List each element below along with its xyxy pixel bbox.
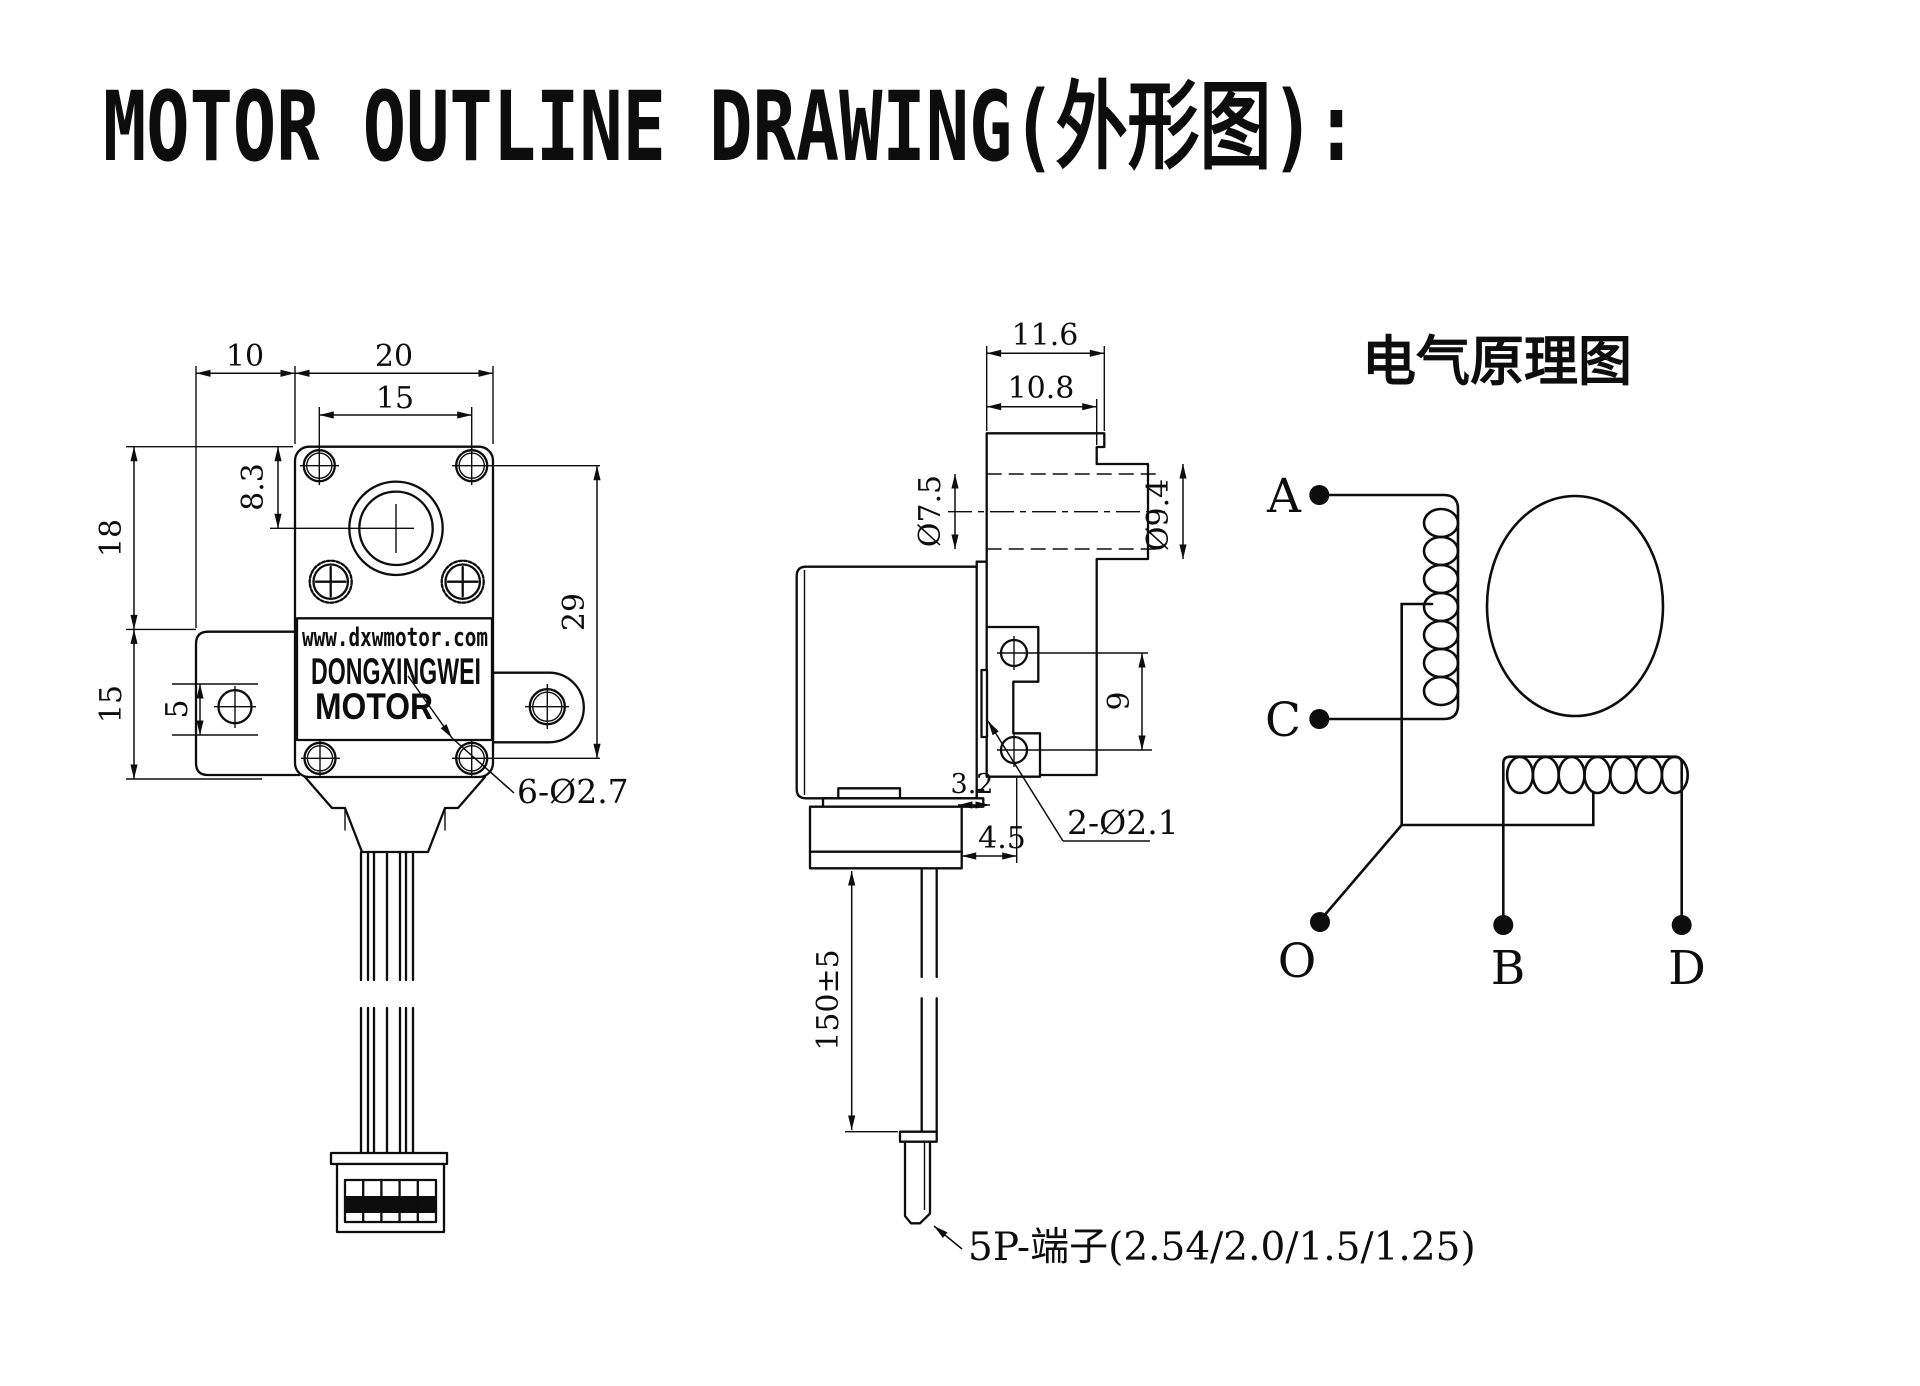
dim-depth-plate: 10.8 [1008,371,1075,406]
flange-plate [985,432,1150,777]
nameplate-url: www.dxwmotor.com [302,623,488,653]
connector-front [329,1151,449,1234]
nameplate-product: MOTOR [315,686,433,727]
lead-wire [920,867,938,1133]
terminal-label-b: B [1491,941,1526,996]
terminal-label-c: C [1265,693,1301,748]
terminal-dot-o [1310,912,1330,932]
corner-screw-holes [300,447,600,777]
page-title: MOTOR OUTLINE DRAWING(外形图): [103,71,1358,183]
dim-hole-spacing: 15 [376,381,414,416]
ear-holes [214,684,569,729]
dim-tab-depth: 4.5 [978,821,1026,856]
dim-boss-dia: Ø9.4 [1141,479,1176,551]
terminal-dot-a [1309,485,1330,505]
dim-plate-width: 20 [375,339,413,374]
wire-bundle [359,850,415,1155]
side-dims: 11.6 10.8 Ø7.5 Ø9.4 9 3.2 4.5 2-Ø2.1 [811,318,1476,1270]
dim-lower-height: 15 [94,685,129,723]
dim-hole-spacing-side: 9 [1102,691,1137,710]
terminal-dot-c [1309,709,1330,729]
gearbox-body-outline [194,630,300,777]
end-housing [808,787,985,870]
terminal-label-o: O [1278,934,1317,989]
terminal-dot-b [1493,915,1514,935]
bracket-slot [980,668,989,739]
common-wire [1321,823,1403,919]
motor-can [795,565,978,800]
front-view: www.dxwmotor.com DONGXINGWEI MOTOR [94,339,629,1234]
rotor-circle [1485,494,1665,718]
terminal-label-d: D [1668,941,1706,996]
coil-ac [1327,493,1460,827]
dim-wire-length: 150±5 [811,949,846,1050]
pilot-boss-circle [270,480,444,577]
connector-side [898,1130,938,1225]
nameplate [295,617,494,742]
side-view: 11.6 10.8 Ø7.5 Ø9.4 9 3.2 4.5 2-Ø2.1 [795,318,1476,1270]
dim-hole-callout: 2-Ø2.1 [1067,803,1179,842]
coil-bd [1400,755,1690,920]
phillips-screws [308,559,485,604]
can-tab [975,560,988,568]
schematic: 电气原理图 [1265,329,1706,996]
terminal-label-a: A [1266,469,1302,524]
dim-upper-height: 18 [94,519,129,557]
dim-screw-callout: 6-Ø2.7 [517,772,629,811]
dim-gap: 3.2 [951,769,994,800]
dim-ear-slot: 5 [160,699,195,718]
front-dims: 10 20 15 8.3 18 15 5 29 [94,339,629,811]
connector-callout: 5P-端子(2.54/2.0/1.5/1.25) [968,1225,1476,1270]
dim-depth-total: 11.6 [1012,318,1079,353]
dim-shaft-dia: Ø7.5 [913,475,948,547]
dim-total-height: 29 [557,593,592,631]
wire-boot [303,775,487,854]
terminal-dot-d [1671,915,1692,935]
nameplate-brand: DONGXINGWEI [311,651,481,692]
right-ear-tab [491,671,585,744]
terminal-dots [1309,485,1692,935]
dim-shaft-offset: 8.3 [236,463,271,511]
schematic-title: 电气原理图 [1362,329,1632,393]
dim-offset-left: 10 [226,339,264,374]
